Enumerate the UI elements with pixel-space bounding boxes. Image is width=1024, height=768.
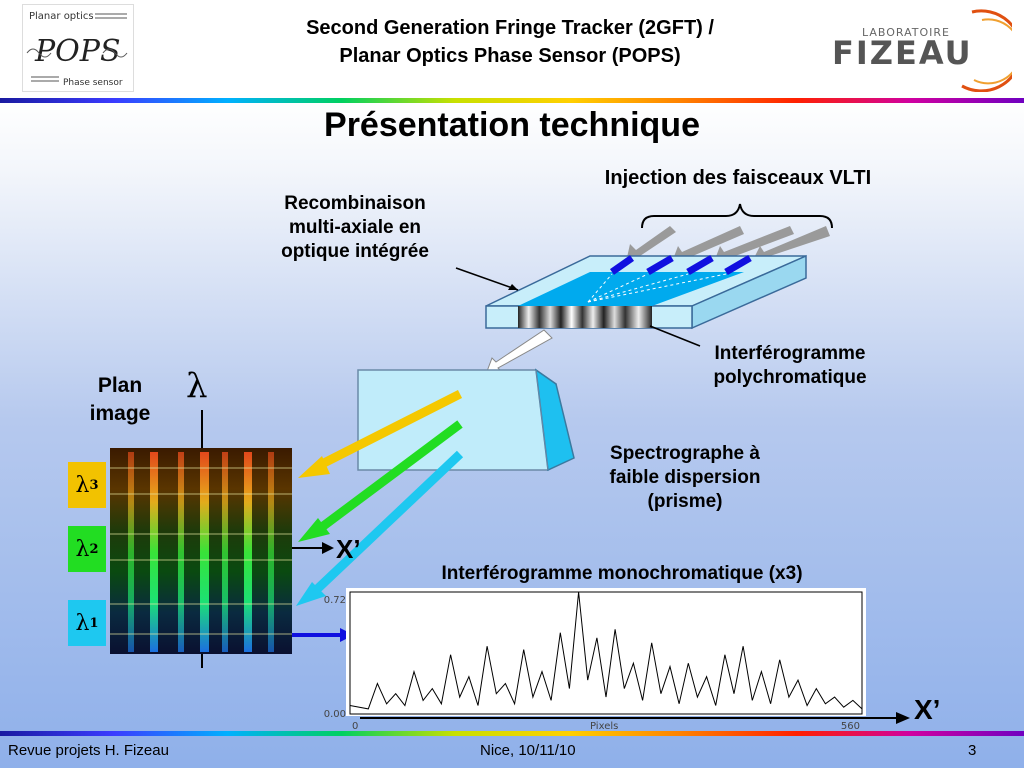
- label-recombinaison: Recombinaison multi-axiale en optique in…: [250, 192, 460, 264]
- spectral-streaks: [128, 452, 274, 652]
- recombinaison-leader: [455, 267, 519, 291]
- label-interf-mono: Interférogramme monochromatique (x3): [441, 563, 803, 584]
- injection-bracket: [641, 203, 833, 229]
- label-recombinaison-1: Recombinaison: [284, 193, 426, 214]
- pops-logo: Planar optics POPS Phase sensor: [22, 4, 134, 92]
- chip-beams: [609, 254, 752, 276]
- pops-logo-bottom: Phase sensor: [63, 78, 123, 88]
- x-tick-left: 0: [352, 721, 358, 732]
- fringe-output: [518, 306, 652, 328]
- lambda3-sub: 3: [89, 477, 99, 493]
- page-heading: Présentation technique: [324, 106, 700, 144]
- footer-left: Revue projets H. Fizeau: [8, 742, 169, 759]
- y-tick-bottom: 0.00: [324, 709, 346, 720]
- label-spectro-1: Spectrographe à: [610, 443, 760, 464]
- interf-poly-leader: [649, 325, 701, 347]
- label-plan-image: Plan image: [70, 372, 170, 428]
- footer-rainbow-divider: [0, 731, 1024, 736]
- dispersed-arrows: [296, 389, 464, 606]
- label-injection: Injection des faisceaux VLTI: [604, 167, 872, 189]
- lambda2-symbol: λ: [75, 536, 90, 562]
- label-interf-poly: Interférogramme polychromatique: [680, 342, 900, 390]
- lambda-axis-label: λ: [186, 366, 208, 406]
- label-interf-poly-2: polychromatique: [713, 367, 867, 388]
- label-recombinaison-2: multi-axiale en: [289, 217, 421, 238]
- fizeau-logo-main: FIZEAU: [832, 34, 973, 72]
- footer-center: Nice, 10/11/10: [480, 742, 576, 759]
- injection-arrows: [626, 226, 830, 264]
- chart-frame: [349, 591, 863, 715]
- label-spectrographe: Spectrographe à faible dispersion (prism…: [580, 442, 790, 514]
- pops-logo-top: Planar optics: [29, 11, 94, 22]
- fizeau-logo-top: LABORATOIRE: [862, 26, 950, 39]
- label-plan-image-2: image: [89, 402, 151, 425]
- xprime-label: X’: [336, 534, 361, 564]
- x-tick-right: 560: [841, 721, 860, 732]
- label-interf-poly-1: Interférogramme: [714, 343, 866, 364]
- chip-to-prism-arrow: [485, 329, 553, 375]
- lambda1-symbol: λ: [75, 610, 90, 636]
- label-spectro-2: faible dispersion: [609, 467, 761, 488]
- fizeau-logo: LABORATOIRE FIZEAU: [822, 6, 1023, 93]
- header-rainbow-divider: [0, 98, 1024, 103]
- lambda3-symbol: λ: [75, 472, 90, 498]
- label-recombinaison-3: optique intégrée: [281, 241, 429, 262]
- slide-title: Second Generation Fringe Tracker (2GFT) …: [160, 14, 860, 70]
- footer-page-number: 3: [968, 742, 977, 759]
- title-line-2: Planar Optics Phase Sensor (POPS): [339, 45, 681, 67]
- label-spectro-3: (prisme): [647, 491, 723, 512]
- x-axis-label: Pixels: [590, 721, 618, 732]
- chip-waveguide-region: [518, 272, 744, 306]
- lambda1-sub: 1: [89, 615, 99, 631]
- title-line-1: Second Generation Fringe Tracker (2GFT) …: [306, 17, 714, 39]
- y-tick-top: 0.72: [324, 595, 346, 606]
- lambda2-sub: 2: [89, 541, 99, 557]
- pops-logo-main: POPS: [34, 34, 121, 69]
- chart-series-line: [349, 591, 863, 710]
- chart-series: [349, 591, 863, 710]
- chart-xprime-label: X’: [914, 694, 941, 725]
- label-plan-image-1: Plan: [97, 374, 143, 397]
